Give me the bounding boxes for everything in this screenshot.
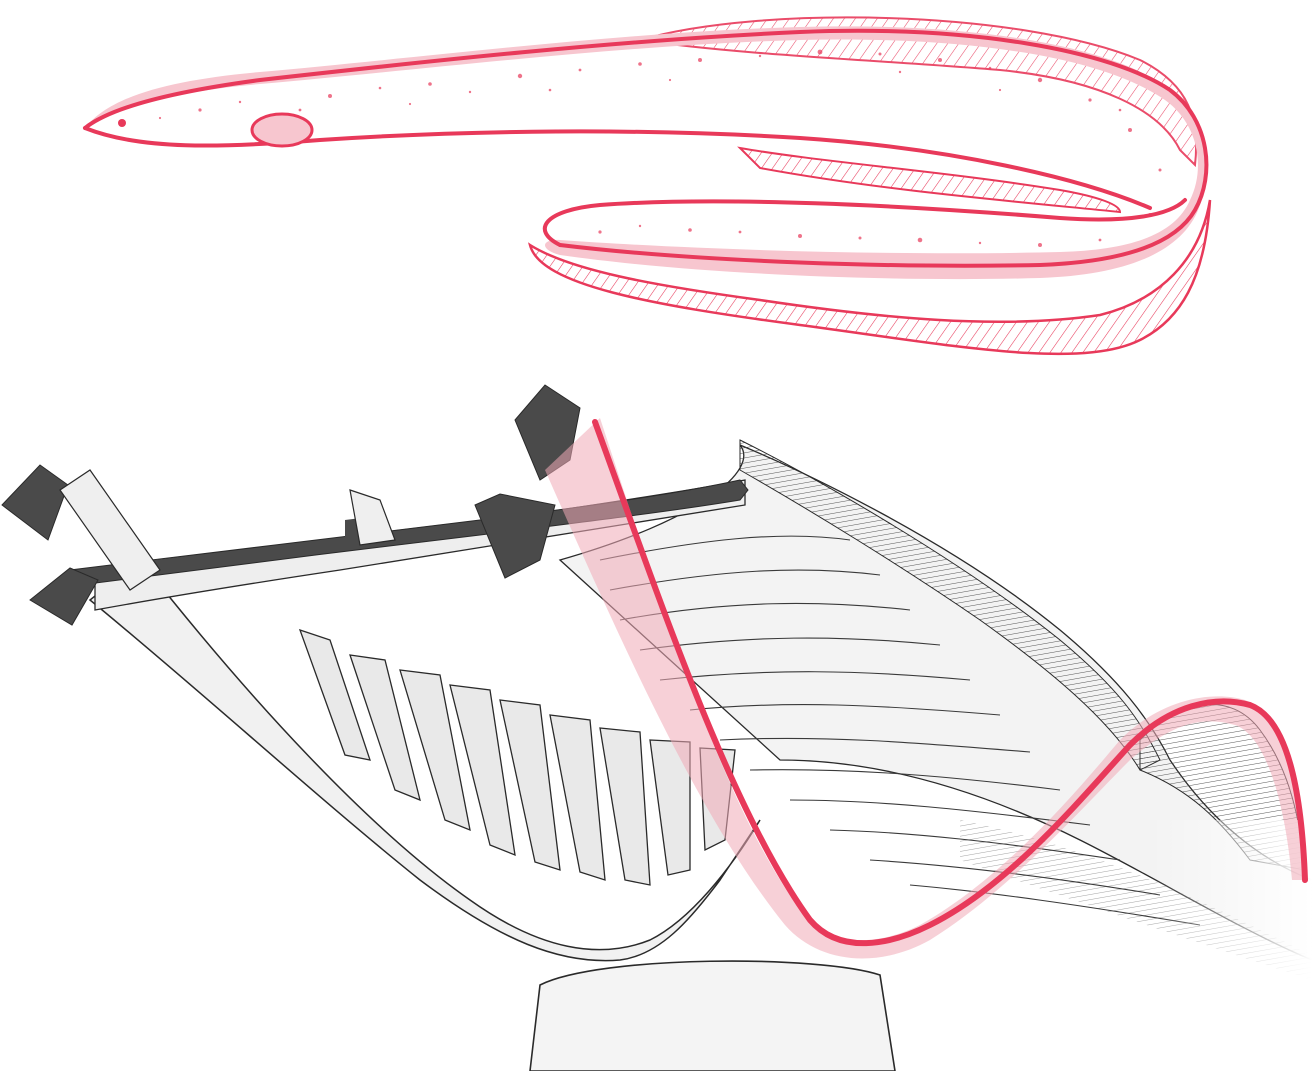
eel-eye: [118, 119, 126, 127]
eel-sketch: [85, 17, 1210, 353]
bridge-base-block: [530, 961, 895, 1071]
bridge-cap-left: [30, 568, 98, 625]
bridge-fade: [1150, 820, 1312, 1071]
bridge-structure: [2, 385, 1312, 1071]
bridge-cap-top-left: [2, 465, 68, 540]
eel-gill: [252, 114, 312, 146]
